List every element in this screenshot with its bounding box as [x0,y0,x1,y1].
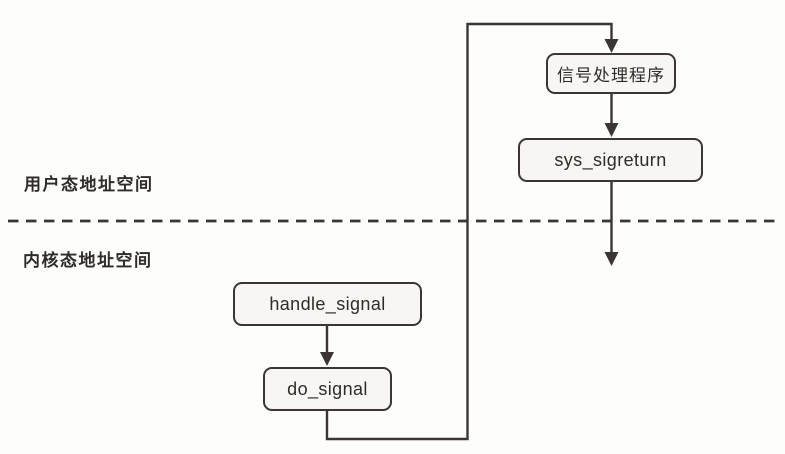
arrowhead-into-do-signal [320,352,334,366]
node-handle-signal: handle_signal [233,282,422,326]
node-signal-handler: 信号处理程序 [546,53,676,94]
loop-connector-line [325,22,613,441]
kernel-space-label: 内核态地址空间 [23,251,153,270]
arrowhead-into-sys-sigreturn [604,123,619,137]
arrowhead-into-signal-handler [604,39,619,53]
arrowhead-return-to-kernel [604,252,619,266]
node-do-signal: do_signal [263,367,392,411]
node-sys-sigreturn: sys_sigreturn [518,138,703,182]
user-space-label: 用户态地址空间 [24,175,154,194]
